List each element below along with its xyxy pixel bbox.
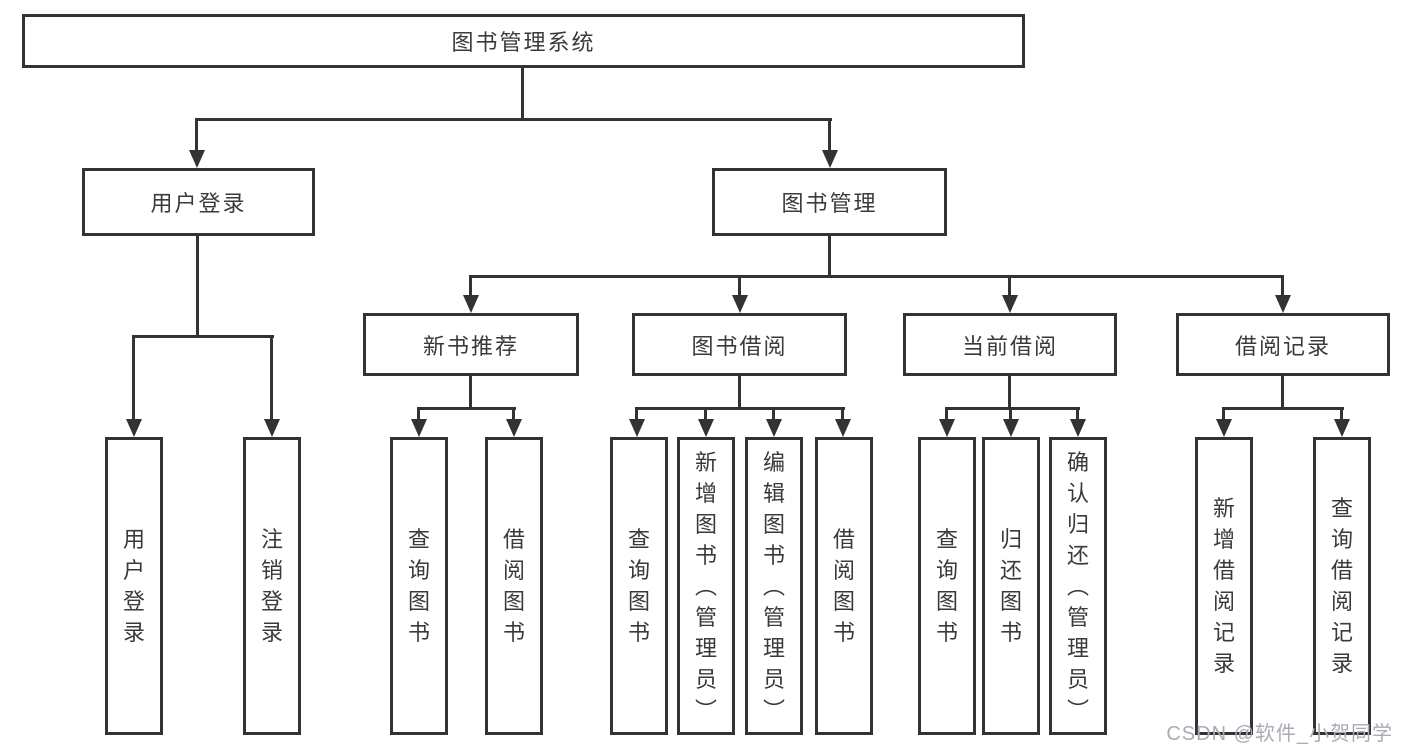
connector-line: [418, 407, 516, 410]
node-user-login: 用户登录: [82, 168, 315, 236]
connector-line: [470, 275, 1284, 278]
connector-line: [1223, 407, 1344, 410]
arrow-down: [835, 407, 851, 437]
arrow-down: [506, 407, 522, 437]
arrow-down: [1334, 407, 1350, 437]
arrow-down: [698, 407, 714, 437]
node-borrow-record: 借阅记录: [1176, 313, 1390, 376]
arrow-down: [629, 407, 645, 437]
leaf-query-book-recommend: 查 询 图 书: [390, 437, 448, 735]
connector-line: [636, 407, 845, 410]
node-book-borrow: 图书借阅: [632, 313, 847, 376]
connector-line: [196, 118, 832, 121]
node-root-system: 图书管理系统: [22, 14, 1025, 68]
arrow-down: [822, 118, 838, 168]
leaf-query-borrow-record: 查 询 借 阅 记 录: [1313, 437, 1371, 735]
leaf-confirm-return-admin: 确 认 归 还 ︵ 管 理 员 ︶: [1049, 437, 1107, 735]
connector-line: [828, 236, 831, 275]
node-root-label: 图书管理系统: [451, 30, 596, 55]
arrow-down: [126, 335, 142, 437]
node-borrow-record-label: 借阅记录: [1234, 333, 1331, 359]
arrow-down: [1003, 407, 1019, 437]
connector-line: [738, 376, 741, 407]
node-new-book-recommend-label: 新书推荐: [422, 333, 519, 359]
leaf-add-book-admin: 新 增 图 书 ︵ 管 理 员 ︶: [677, 437, 735, 735]
arrow-down: [732, 275, 748, 313]
arrow-down: [766, 407, 782, 437]
node-new-book-recommend: 新书推荐: [363, 313, 579, 376]
connector-line: [1281, 376, 1284, 407]
arrow-down: [1275, 275, 1291, 313]
node-book-management: 图书管理: [712, 168, 947, 236]
node-current-borrow: 当前借阅: [903, 313, 1117, 376]
leaf-borrow-book-recommend: 借 阅 图 书: [485, 437, 543, 735]
leaf-query-book-current: 查 询 图 书: [918, 437, 976, 735]
connector-line: [946, 407, 1080, 410]
node-current-borrow-label: 当前借阅: [961, 333, 1058, 359]
node-book-management-label: 图书管理: [781, 191, 878, 216]
arrow-down: [264, 335, 280, 437]
leaf-borrow-book: 借 阅 图 书: [815, 437, 873, 735]
arrow-down: [189, 118, 205, 168]
arrow-down: [1002, 275, 1018, 313]
arrow-down: [411, 407, 427, 437]
connector-line: [133, 335, 274, 338]
leaf-query-book-borrow: 查 询 图 书: [610, 437, 668, 735]
node-user-login-label: 用户登录: [150, 191, 247, 216]
arrow-down: [939, 407, 955, 437]
connector-line: [1008, 376, 1011, 407]
csdn-watermark: CSDN @软件_小贺同学: [1166, 723, 1393, 745]
connector-line: [521, 68, 524, 118]
leaf-return-book: 归 还 图 书: [982, 437, 1040, 735]
arrow-down: [463, 275, 479, 313]
node-book-borrow-label: 图书借阅: [691, 333, 788, 359]
connector-line: [196, 236, 199, 335]
arrow-down: [1216, 407, 1232, 437]
leaf-edit-book-admin: 编 辑 图 书 ︵ 管 理 员 ︶: [745, 437, 803, 735]
connector-line: [469, 376, 472, 407]
leaf-logout: 注 销 登 录: [243, 437, 301, 735]
arrow-down: [1070, 407, 1086, 437]
leaf-user-login: 用 户 登 录: [105, 437, 163, 735]
leaf-add-borrow-record: 新 增 借 阅 记 录: [1195, 437, 1253, 735]
